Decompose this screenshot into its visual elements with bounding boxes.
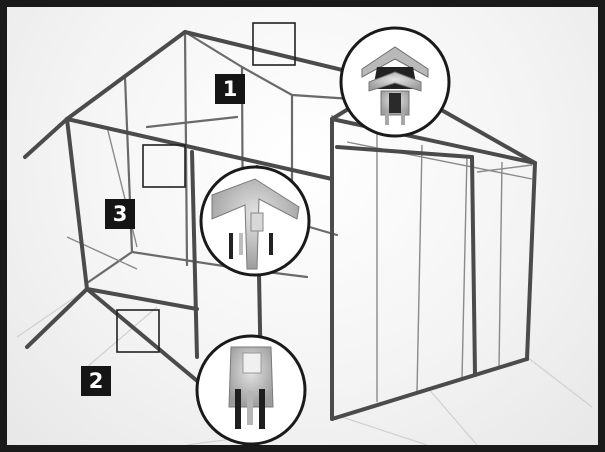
- callout-number-1: 1: [215, 74, 245, 104]
- callout-box-3: [142, 144, 186, 188]
- callout-number-2: 2: [81, 366, 111, 396]
- callout-box-2: [116, 309, 160, 353]
- greenhouse-diagram: [16, 22, 593, 445]
- base-profile-detail: [228, 346, 274, 429]
- ridge-profile-detail: [361, 46, 429, 125]
- corner-profile-detail: [211, 178, 300, 270]
- callout-number-3: 3: [105, 199, 135, 229]
- detail-circle-3: [199, 165, 311, 277]
- detail-circle-2: [195, 334, 307, 445]
- detail-circle-1: [339, 26, 451, 138]
- callout-box-1: [252, 22, 296, 66]
